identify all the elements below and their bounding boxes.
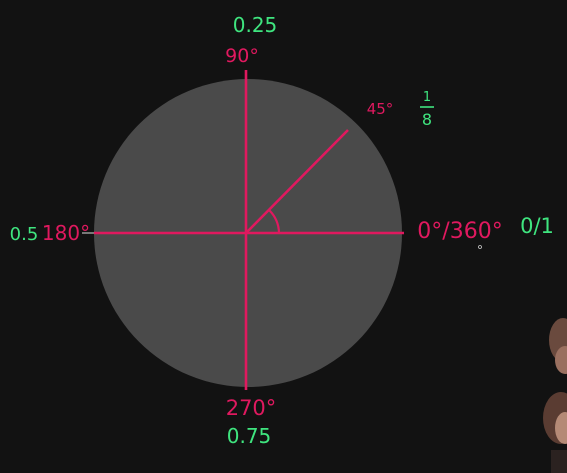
angle-arc-45 <box>268 209 281 234</box>
webcam-fragment-shape <box>537 300 567 473</box>
label-90-degrees: 90° <box>225 45 259 67</box>
label-270-degrees: 270° <box>226 396 277 420</box>
label-fraction-0-5: 0.5 <box>10 224 39 245</box>
ray-45-degrees <box>245 129 349 234</box>
label-180-degrees: 180° <box>42 221 90 245</box>
cursor-speck <box>478 245 482 249</box>
fraction-eighth-numerator: 1 <box>423 90 431 105</box>
label-fraction-0-25: 0.25 <box>233 13 278 37</box>
fraction-eighth-denominator: 8 <box>422 110 432 129</box>
label-0-360-degrees: 0°/360° <box>417 219 502 244</box>
label-45-degrees: 45° <box>367 100 394 118</box>
label-fraction-one-eighth: 1 8 <box>420 90 434 129</box>
label-fraction-0-1: 0/1 <box>520 214 554 238</box>
webcam-overlay-fragment <box>537 300 567 473</box>
label-fraction-0-75: 0.75 <box>227 424 272 448</box>
